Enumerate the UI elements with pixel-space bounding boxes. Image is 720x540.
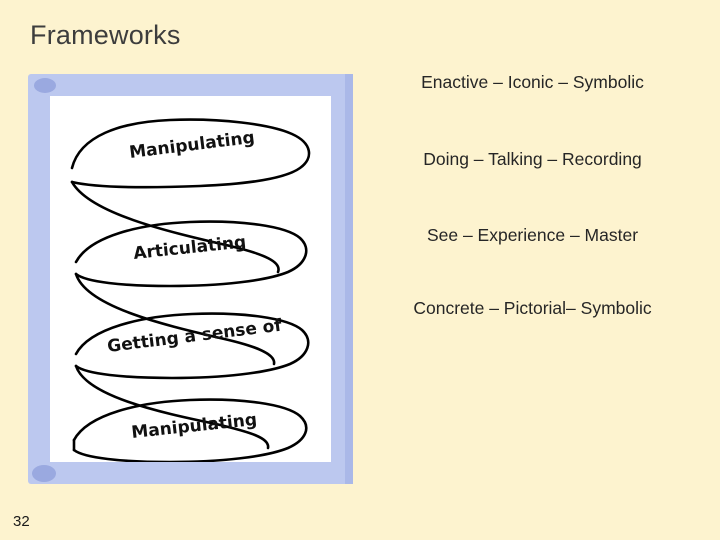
frame-knob-bottom-icon <box>32 465 56 482</box>
ribbon-label-1: Manipulating <box>128 128 256 163</box>
framework-item-1: Enactive – Iconic – Symbolic <box>421 72 644 92</box>
page-title: Frameworks <box>30 20 181 50</box>
framework-item-3: See – Experience – Master <box>426 225 639 245</box>
frame-edge-shadow <box>345 74 353 484</box>
framework-item-4: Concrete – Pictorial– Symbolic <box>413 298 652 318</box>
page-number: 32 <box>13 513 30 530</box>
ribbon-label-4: Manipulating <box>130 410 258 443</box>
diagram-figure: Manipulating Articulating Getting a sens… <box>28 74 353 484</box>
frame-knob-top-icon <box>34 78 56 93</box>
spiral-diagram-icon: Manipulating Articulating Getting a sens… <box>70 118 311 462</box>
framework-list: Enactive – Iconic – Symbolic Doing – Tal… <box>360 68 705 319</box>
framework-item-2: Doing – Talking – Recording <box>423 149 642 169</box>
